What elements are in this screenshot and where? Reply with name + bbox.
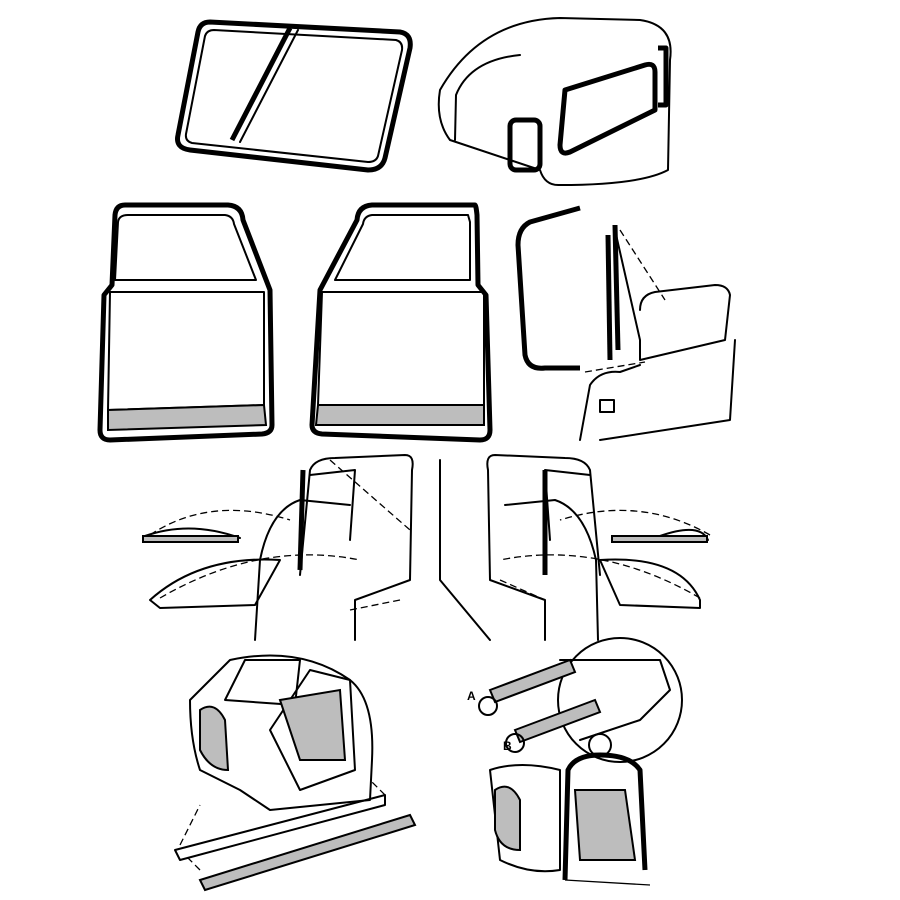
- door-window-channel: [515, 205, 736, 441]
- callout-a: A: [467, 689, 476, 703]
- cab-rear-window-seal: [437, 17, 672, 187]
- right-door-seal: [309, 202, 493, 443]
- windshield-seal: [175, 19, 413, 173]
- door-opening-weatherstrip: [478, 637, 683, 886]
- cab-floor-sill-plate: [174, 654, 417, 892]
- callout-b: B: [503, 739, 512, 753]
- vent-window-seals-right: [439, 454, 711, 641]
- vent-window-seals-left: [142, 454, 414, 641]
- left-door-seal: [97, 202, 275, 443]
